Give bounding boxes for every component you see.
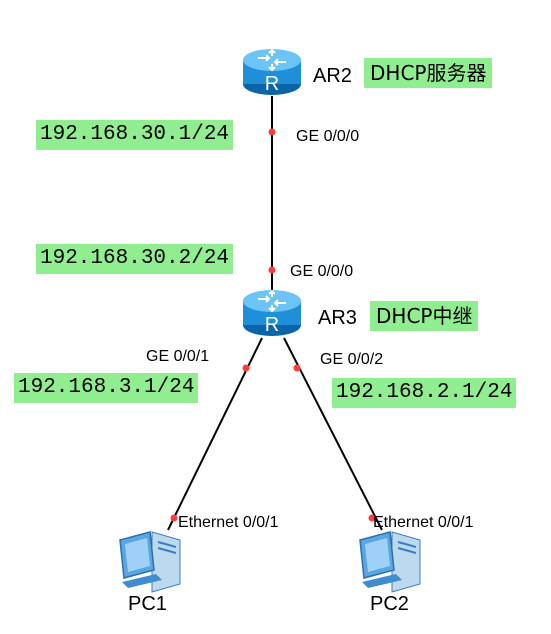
svg-text:R: R bbox=[265, 314, 279, 336]
role-label-ar3: DHCP中继 bbox=[370, 301, 479, 331]
port-dot-ar3-ge001 bbox=[242, 364, 250, 372]
link-ar3-pc2 bbox=[283, 337, 383, 531]
device-name-ar3: AR3 bbox=[318, 307, 357, 329]
port-dot-ar3-ge002 bbox=[293, 364, 301, 372]
port-dot-ar3-ge000 bbox=[268, 266, 276, 274]
port-label-pc2-eth: Ethernet 0/0/1 bbox=[373, 514, 474, 531]
router-icon[interactable]: R bbox=[243, 48, 301, 95]
port-dot-ar2-ge000 bbox=[268, 128, 276, 136]
role-label-ar2: DHCP服务器 bbox=[364, 58, 493, 88]
device-name-ar2: AR2 bbox=[313, 65, 352, 87]
ip-label-ar2-ge000: 192.168.30.1/24 bbox=[36, 120, 234, 150]
svg-text:R: R bbox=[265, 73, 279, 95]
ip-label-ar3-ge002: 192.168.2.1/24 bbox=[332, 378, 517, 408]
port-label-ar2-ge000: GE 0/0/0 bbox=[296, 128, 360, 145]
ip-label-ar3-ge001: 192.168.3.1/24 bbox=[14, 373, 199, 403]
port-dot-pc2-eth bbox=[368, 514, 376, 522]
pc-icon[interactable] bbox=[119, 531, 181, 593]
device-name-pc1: PC1 bbox=[128, 593, 167, 615]
ip-label-ar3-ge000: 192.168.30.2/24 bbox=[36, 244, 234, 274]
port-label-ar3-ge001: GE 0/0/1 bbox=[146, 348, 210, 365]
port-label-ar3-ge000: GE 0/0/0 bbox=[290, 263, 354, 280]
port-dot-pc1-eth bbox=[170, 514, 178, 522]
pc-icon[interactable] bbox=[359, 531, 421, 593]
port-label-pc1-eth: Ethernet 0/0/1 bbox=[178, 514, 279, 531]
device-name-pc2: PC2 bbox=[370, 593, 409, 615]
router-icon[interactable]: R bbox=[243, 289, 301, 336]
port-label-ar3-ge002: GE 0/0/2 bbox=[320, 351, 384, 368]
